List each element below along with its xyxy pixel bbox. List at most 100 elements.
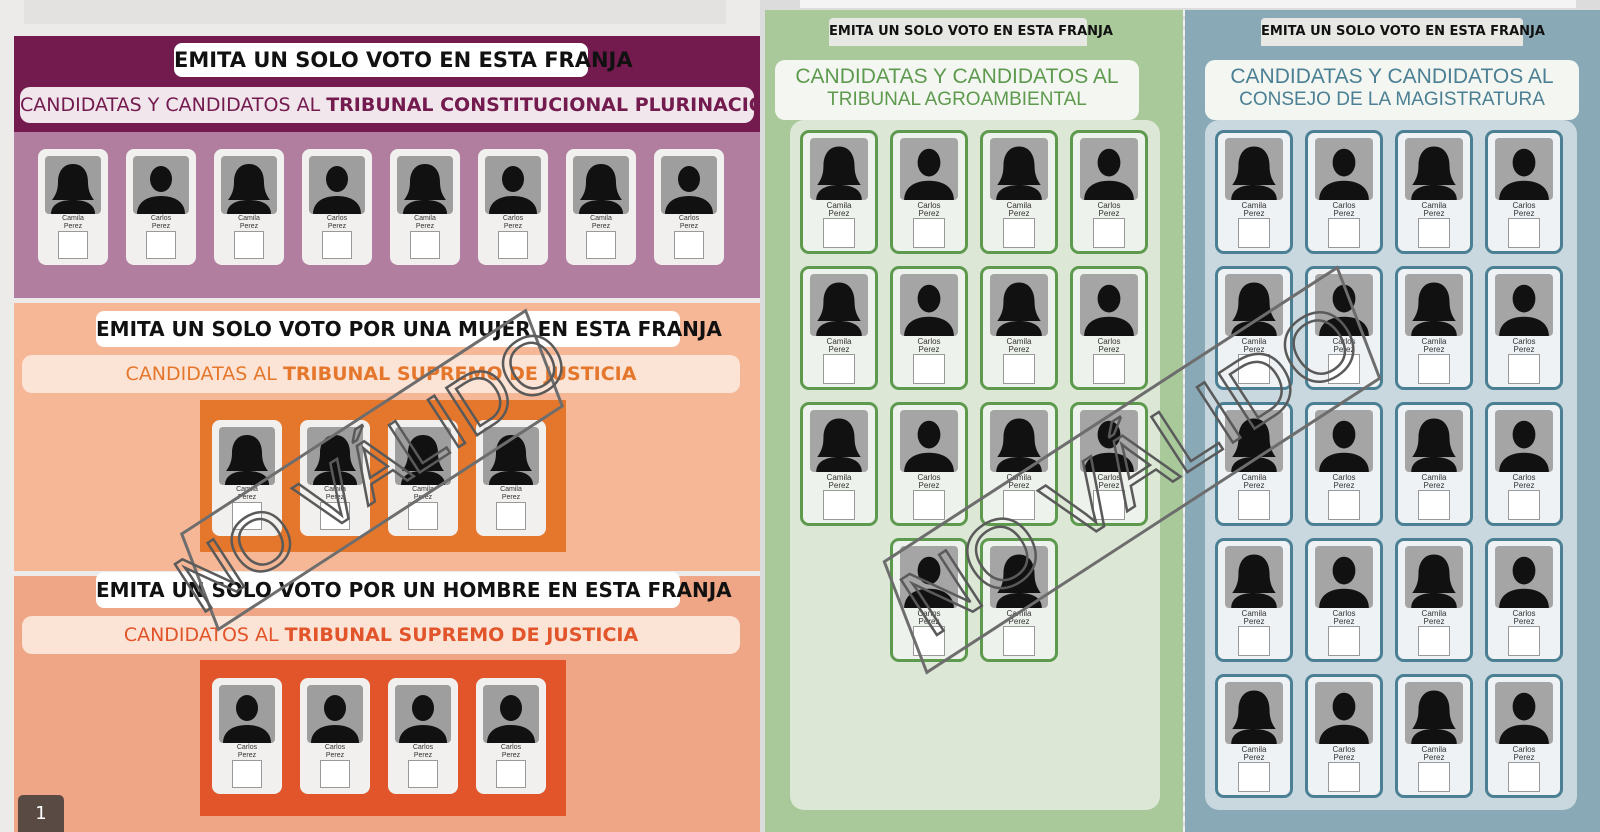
vote-checkbox[interactable] [674,231,704,259]
magistratura-heading-line2: CONSEJO DE LA MAGISTRATURA [1239,89,1545,110]
vote-checkbox[interactable] [1093,354,1125,384]
candidate-name: Camila Perez [826,201,852,218]
vote-checkbox[interactable] [1238,218,1270,248]
vote-checkbox[interactable] [1418,762,1450,792]
vote-checkbox[interactable] [1418,626,1450,656]
candidate-name: Carlos Perez [502,215,524,230]
tsj-women-instruction: EMITA UN SOLO VOTO POR UNA MUJER EN ESTA… [96,311,722,347]
vote-checkbox[interactable] [320,760,350,788]
candidate-name: Carlos Perez [1512,201,1536,218]
candidate-name: Camila Perez [590,215,612,230]
vote-checkbox[interactable] [823,218,855,248]
candidate-name: Camila Perez [1421,473,1447,490]
candidate-card: Carlos Perez [478,149,548,265]
vote-checkbox[interactable] [913,490,945,520]
vote-checkbox[interactable] [408,760,438,788]
vote-checkbox[interactable] [1093,218,1125,248]
candidate-photo [661,156,717,214]
candidate-name: Camila Perez [62,215,84,230]
vote-checkbox[interactable] [1238,490,1270,520]
vote-checkbox[interactable] [1003,626,1035,656]
candidate-card: Carlos Perez [126,149,196,265]
agro-heading-line1: CANDIDATAS Y CANDIDATOS AL [795,65,1119,88]
candidate-card: Carlos Perez [1485,130,1563,254]
vote-checkbox[interactable] [1418,354,1450,384]
vote-checkbox[interactable] [1093,490,1125,520]
vote-checkbox[interactable] [1238,354,1270,384]
candidate-photo [573,156,629,214]
candidate-card: Camila Perez [1395,674,1473,798]
vote-checkbox[interactable] [1003,490,1035,520]
vote-checkbox[interactable] [823,354,855,384]
vote-checkbox[interactable] [1418,490,1450,520]
vote-checkbox[interactable] [913,354,945,384]
candidate-name: Camila Perez [1006,337,1032,354]
tsj-women-section: EMITA UN SOLO VOTO POR UNA MUJER EN ESTA… [14,303,760,571]
candidate-card: Camila Perez [980,402,1058,526]
vote-checkbox[interactable] [1328,490,1360,520]
vote-checkbox[interactable] [232,502,262,530]
vote-checkbox[interactable] [1418,218,1450,248]
candidate-card: Camila Perez [1215,130,1293,254]
candidate-card: Carlos Perez [1070,402,1148,526]
vote-checkbox[interactable] [146,231,176,259]
tsj-women-heading-bold: TRIBUNAL SUPREMO DE JUSTICIA [282,363,637,385]
vote-checkbox[interactable] [232,760,262,788]
candidate-photo [900,546,958,608]
vote-checkbox[interactable] [320,502,350,530]
candidate-name: Camila Perez [1006,473,1032,490]
candidate-photo [990,274,1048,336]
candidate-name: Camila Perez [414,215,436,230]
candidate-name: Carlos Perez [1512,473,1536,490]
candidate-name: Carlos Perez [1097,473,1121,490]
vote-checkbox[interactable] [1508,490,1540,520]
vote-checkbox[interactable] [410,231,440,259]
vote-checkbox[interactable] [496,502,526,530]
tcp-heading: CANDIDATAS Y CANDIDATOS AL TRIBUNAL CONS… [20,87,808,123]
tcp-heading-prefix: CANDIDATAS Y CANDIDATOS AL [20,94,327,116]
vote-checkbox[interactable] [1003,354,1035,384]
candidate-name: Carlos Perez [1332,337,1356,354]
vote-checkbox[interactable] [1328,354,1360,384]
candidate-photo [395,427,451,485]
vote-checkbox[interactable] [1328,626,1360,656]
candidate-card: Carlos Perez [1485,674,1563,798]
candidate-card: Camila Perez [566,149,636,265]
vote-checkbox[interactable] [234,231,264,259]
vote-checkbox[interactable] [322,231,352,259]
vote-checkbox[interactable] [498,231,528,259]
candidate-name: Carlos Perez [917,337,941,354]
vote-checkbox[interactable] [408,502,438,530]
candidate-name: Camila Perez [412,486,434,501]
candidate-card: Camila Perez [38,149,108,265]
candidate-name: Carlos Perez [678,215,700,230]
vote-checkbox[interactable] [1508,762,1540,792]
vote-checkbox[interactable] [1238,626,1270,656]
candidate-name: Camila Perez [324,486,346,501]
vote-checkbox[interactable] [1003,218,1035,248]
vote-checkbox[interactable] [1328,762,1360,792]
vote-checkbox[interactable] [913,626,945,656]
vote-checkbox[interactable] [586,231,616,259]
candidate-name: Carlos Perez [150,215,172,230]
candidate-card: Carlos Perez [890,538,968,662]
vote-checkbox[interactable] [823,490,855,520]
candidate-name: Camila Perez [1421,201,1447,218]
vote-checkbox[interactable] [1238,762,1270,792]
candidate-photo [1315,410,1373,472]
vote-checkbox[interactable] [58,231,88,259]
candidate-photo [1315,546,1373,608]
vote-checkbox[interactable] [1508,218,1540,248]
candidate-name: Camila Perez [238,215,260,230]
candidate-photo [1495,682,1553,744]
vote-checkbox[interactable] [1508,626,1540,656]
vote-checkbox[interactable] [1508,354,1540,384]
vote-checkbox[interactable] [1328,218,1360,248]
vote-checkbox[interactable] [496,760,526,788]
candidate-name: Carlos Perez [1332,609,1356,626]
candidate-name: Camila Perez [1006,201,1032,218]
vote-checkbox[interactable] [913,218,945,248]
candidate-name: Camila Perez [1241,473,1267,490]
candidate-photo [1495,138,1553,200]
candidate-photo [900,410,958,472]
